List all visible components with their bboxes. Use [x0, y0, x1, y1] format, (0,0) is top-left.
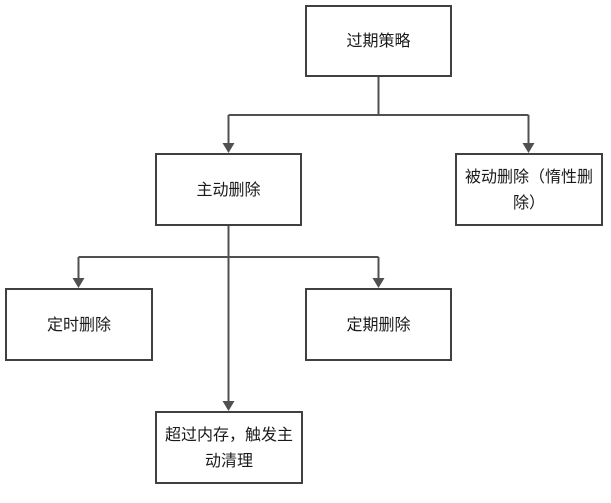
node-label: 超过内存，触发主动清理 — [164, 424, 293, 470]
node-expiration-strategy: 过期策略 — [305, 5, 452, 77]
node-timed-deletion: 定时删除 — [5, 288, 153, 361]
node-label: 主动删除 — [196, 179, 261, 199]
node-label: 过期策略 — [346, 31, 411, 50]
node-label: 被动删除（惰性删除） — [464, 166, 593, 212]
arrowhead-active — [222, 143, 235, 153]
arrowhead-memory — [222, 401, 235, 411]
node-passive-deletion: 被动删除（惰性删除） — [455, 153, 603, 226]
arrowhead-timed — [72, 278, 85, 288]
node-label: 定时删除 — [46, 314, 111, 334]
node-active-deletion: 主动删除 — [155, 153, 302, 226]
arrowhead-lazy — [522, 143, 535, 153]
node-periodic-deletion: 定期删除 — [305, 288, 452, 361]
node-label: 定期删除 — [346, 314, 411, 334]
arrowhead-periodic — [372, 278, 385, 288]
node-memory-exceeded-cleanup: 超过内存，触发主动清理 — [155, 411, 303, 484]
